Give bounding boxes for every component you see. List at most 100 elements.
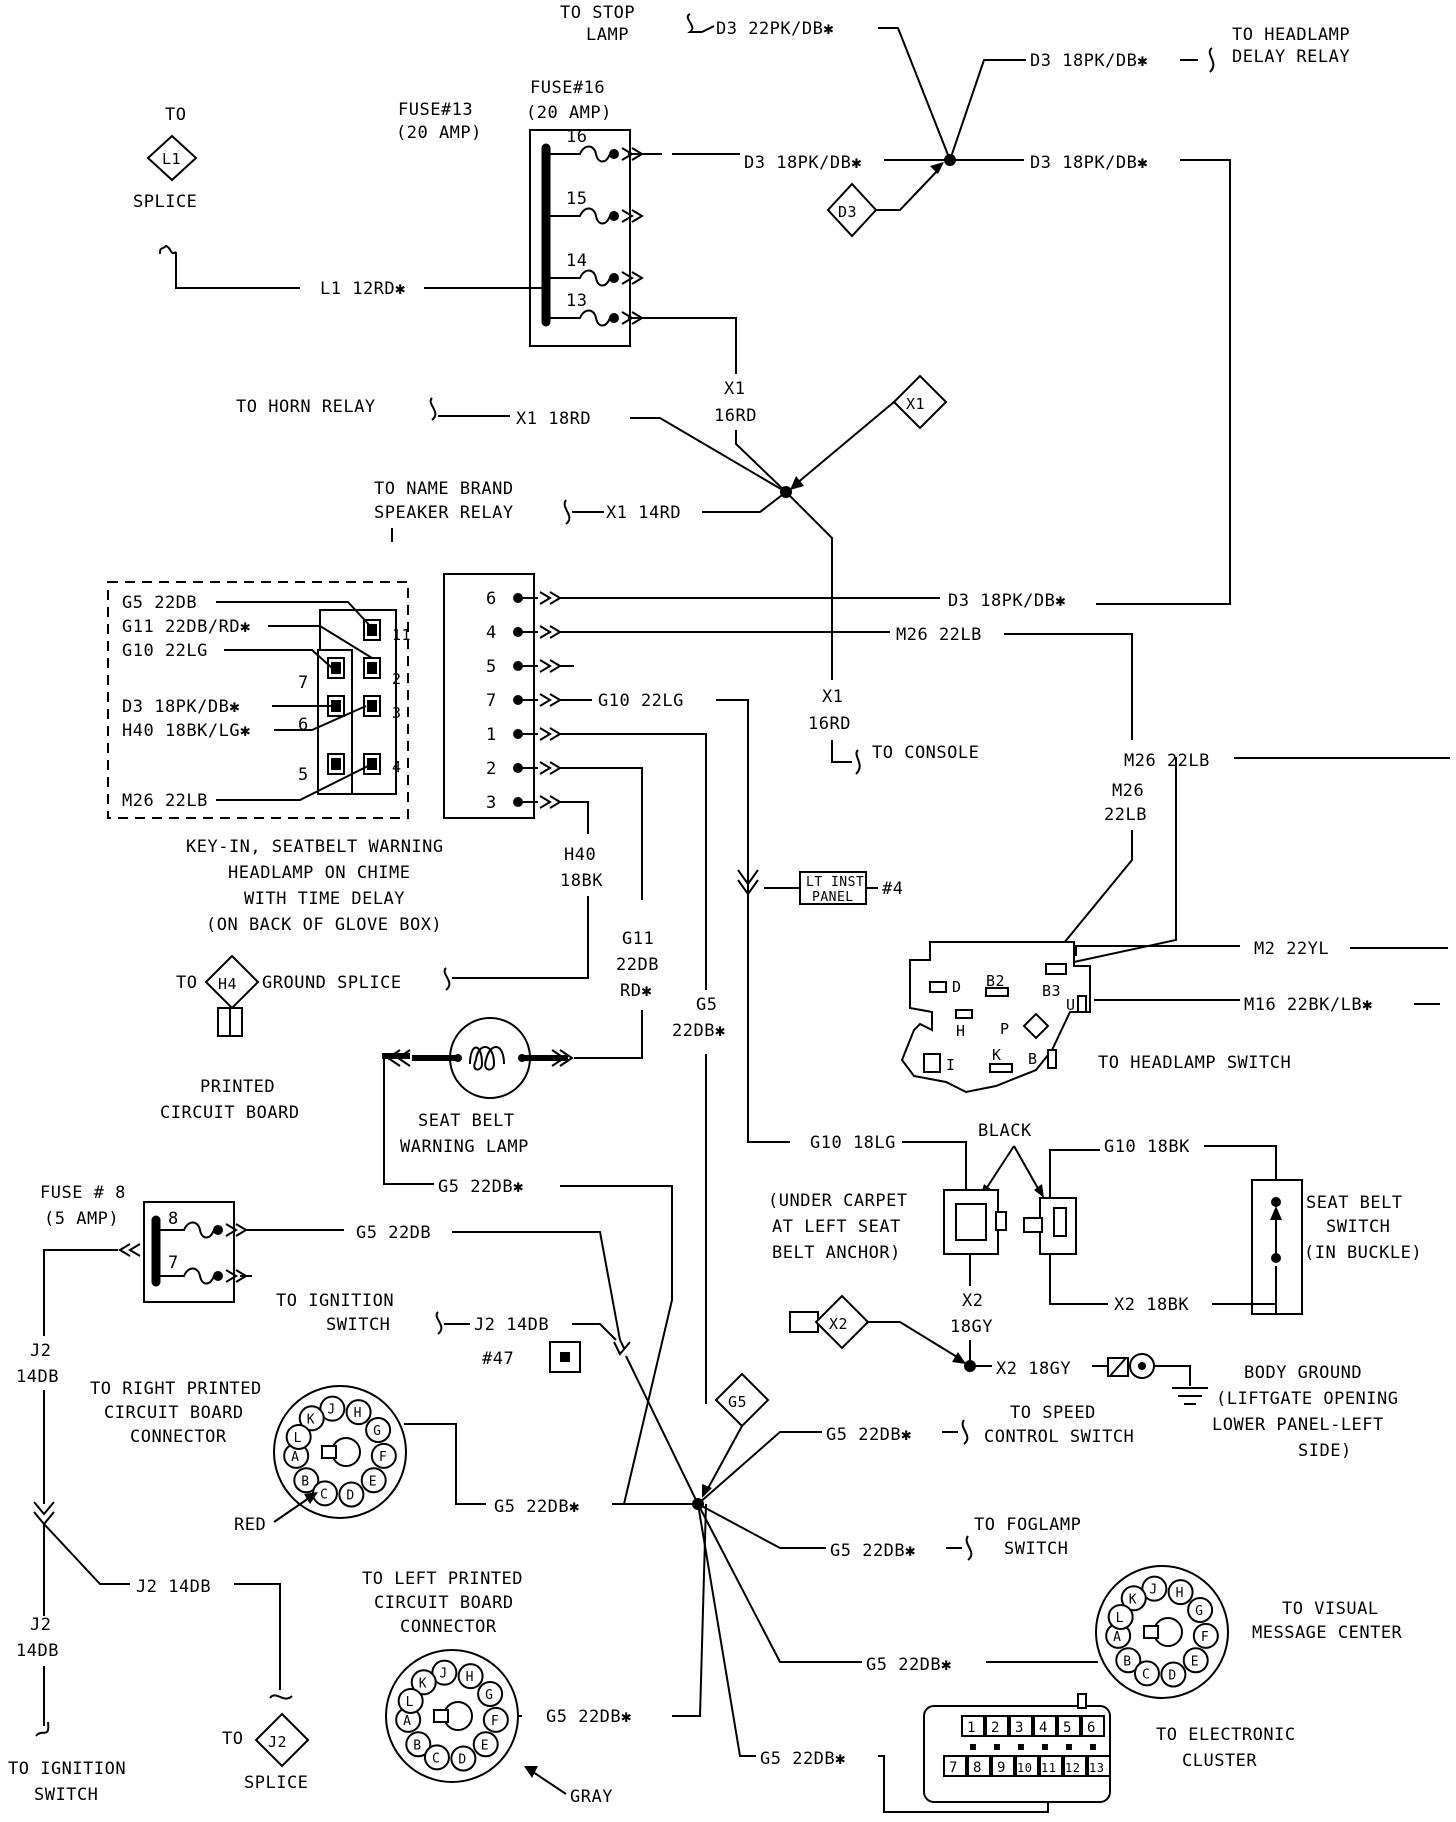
round-connector-pin [345,1399,372,1426]
g11-22db: 22DB [616,955,659,975]
round-connector-pin [360,1467,387,1494]
lt-inst-label-1: LT INST [806,875,864,890]
fuse-block: FUSE#13 (20 AMP) FUSE#16 (20 AMP) 161514… [396,78,644,347]
g5-mid-22db: 22DB✱ [672,1021,726,1041]
headlamp-switch-pin [1045,963,1067,975]
fuse-terminal [609,211,619,221]
h40-18bk: 18BK [560,871,603,891]
round-connector-pin-label: L [294,1431,302,1446]
round-connector-pin [285,1423,312,1450]
black-label: BLACK [978,1121,1032,1141]
dash-num-2: 2 [392,670,402,688]
wire-x1-14rd: X1 14RD [606,503,681,523]
round-connector-pin-label: G [485,1688,493,1703]
round-connector-pin [1160,1661,1187,1688]
fuse-number: 14 [566,251,587,271]
rpcb-label-1: TO RIGHT PRINTED [90,1379,262,1399]
wire-g5-fog: G5 22DB✱ [830,1541,916,1561]
j2-left2-14db: 14DB [16,1641,59,1661]
dash-label-d3: D3 18PK/DB✱ [122,697,240,717]
x2-gy-label: X2 [962,1291,983,1311]
wire-g5-lpcb: G5 22DB✱ [546,1707,632,1727]
namebrand-label-1: TO NAME BRAND [374,479,514,499]
wire-g5-fuse8: G5 22DB [356,1223,431,1243]
j2-left2-label: J2 [30,1615,51,1635]
round-connector-pin-label: B [1123,1654,1131,1669]
wire-x2-18gy: X2 18GY [996,1359,1071,1379]
cluster-pin [1063,1755,1087,1777]
buckle-connector [1039,1197,1077,1255]
fuse-terminal [609,273,619,283]
x2-tag-label: X2 [829,1315,848,1333]
j2-splice-label: SPLICE [244,1773,308,1793]
h40-label: H40 [564,845,596,865]
d3-splice-tag [826,182,878,238]
chime-caption-3: WITH TIME DELAY [244,889,405,909]
splice-l1: TO L1 SPLICE L1 12RD✱ [133,105,546,299]
cluster-pin-label: 8 [973,1760,982,1776]
vmc-label-1: TO VISUAL [1282,1599,1379,1619]
g11-rd: RD✱ [620,981,652,1001]
round-connector-pin-label: D [458,1753,466,1768]
chime-pin-number: 6 [486,589,497,609]
round-connector-pin [1182,1647,1209,1674]
headlamp-switch-pin [1077,995,1087,1013]
round-connector-pin [1120,1585,1147,1612]
lamp-label-2: WARNING LAMP [400,1137,529,1157]
round-connector-pin-label: C [432,1751,440,1766]
console-x1-16rd: 16RD [808,714,851,734]
lt-inst-panel-box [799,871,867,905]
cluster-pin-label: 1 [967,1720,976,1736]
cluster-pin [1057,1715,1081,1737]
round-connector-pin-label: G [373,1424,381,1439]
console-x1-label: X1 [822,687,843,707]
dash-label-m26: M26 22LB [122,791,208,811]
headlamp-switch-pin [923,1053,941,1073]
fuse8-num-8: 8 [168,1209,179,1229]
wire-g5-cluster: G5 22DB✱ [760,1749,846,1769]
round-connector-pin-label: E [369,1474,377,1489]
j2-splice-to: TO [222,1729,243,1749]
round-connector-pin-label: B [301,1474,309,1489]
cluster-pin-label: 10 [1017,1761,1032,1775]
fuse13-amp: (20 AMP) [396,123,482,143]
cluster-pin [967,1755,991,1777]
chime-pin-number: 7 [486,691,497,711]
wire-x1-label: X1 [724,379,745,399]
round-connector-pin [1167,1579,1194,1606]
wire-g5-vmc: G5 22DB✱ [866,1655,952,1675]
fuse-terminal [609,313,619,323]
round-connector-pin-label: K [1129,1592,1137,1607]
lt-inst-label-2: PANEL [812,890,854,905]
cluster-pin-label: 5 [1063,1720,1072,1736]
dash-label-h40: H40 18BK/LG✱ [122,721,251,741]
round-connector-pin [338,1481,365,1508]
round-connector-pin [457,1663,484,1690]
ign-top-label-1: TO IGNITION [276,1291,394,1311]
round-connector-pin-label: J [439,1667,447,1682]
cluster-pin-label: 3 [1015,1720,1024,1736]
splice-l1-label: SPLICE [133,192,197,212]
j2-splice-id: J2 [268,1733,287,1751]
round-connector-pin [1107,1603,1134,1630]
j2-left-label: J2 [30,1341,51,1361]
x1-tag-label: X1 [906,395,925,413]
cluster-pin [1039,1755,1063,1777]
round-connector-pin-label: H [1176,1586,1184,1601]
fuse13-label: FUSE#13 [398,100,473,120]
fuse-number: 13 [566,291,587,311]
round-connector-pin-label: L [1116,1611,1124,1626]
round-connector-pin-label: A [1113,1630,1121,1645]
fuse16-amp: (20 AMP) [526,103,612,123]
splice-l1-diamond [146,134,198,182]
round-connector-pin-label: D [1168,1669,1176,1684]
lt-inst-num: #4 [882,879,903,899]
round-connector-pin [1133,1660,1160,1687]
pcb-label-1: PRINTED [200,1077,275,1097]
round-connector-pin [405,1731,432,1758]
g5-mid-label: G5 [696,995,717,1015]
chime-pin-number: 1 [486,725,497,745]
round-connector-pin [450,1745,477,1772]
